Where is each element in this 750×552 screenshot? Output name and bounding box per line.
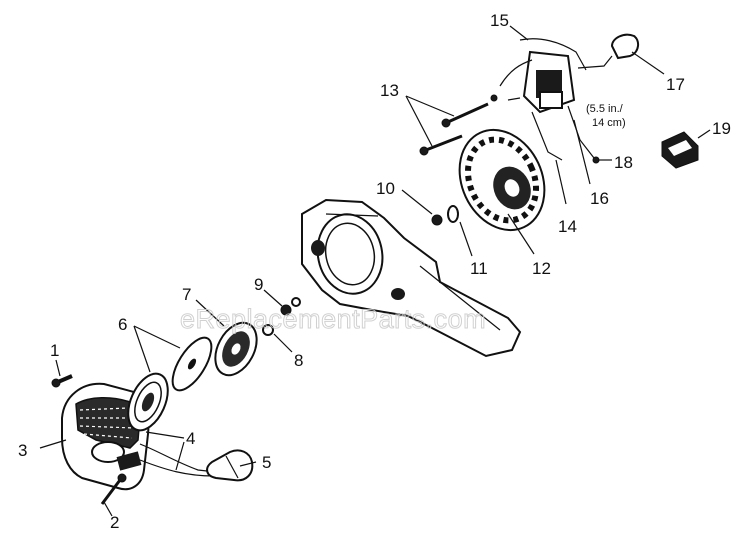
callout-11: 11: [470, 259, 488, 278]
starter-handle: [206, 449, 254, 482]
callout-18: 18: [614, 153, 633, 172]
screw-1: [51, 374, 73, 388]
callout-5: 5: [262, 453, 271, 472]
callout-4: 4: [186, 429, 195, 448]
callout-17: 17: [666, 75, 685, 94]
wire-length-note-line1: (5.5 in./: [586, 103, 624, 115]
flywheel-washer: [447, 205, 459, 223]
callout-6: 6: [118, 315, 127, 334]
flywheel-nut: [431, 214, 443, 226]
callout-7: 7: [182, 285, 191, 304]
starter-housing: [61, 382, 150, 491]
callout-15: 15: [490, 11, 509, 30]
washer-6: [171, 336, 213, 392]
nut-9: [280, 297, 301, 316]
ground-wire: [577, 33, 640, 69]
callout-10: 10: [376, 179, 395, 198]
callout-16: 16: [590, 189, 609, 208]
watermark: eReplacementParts.com: [180, 304, 486, 334]
callout-12: 12: [532, 259, 551, 278]
stop-switch: [661, 131, 699, 169]
callout-3: 3: [18, 441, 27, 460]
callout-9: 9: [254, 275, 263, 294]
flywheel: [458, 128, 546, 232]
rewind-spring: [127, 372, 169, 432]
washer-8: [262, 324, 274, 336]
callout-2: 2: [110, 513, 119, 532]
wire-length-note-line2: 14 cm): [592, 117, 626, 129]
module-screws: [419, 102, 489, 156]
callout-19: 19: [712, 119, 731, 138]
crankcase-cover: [301, 198, 522, 358]
screw-2: [100, 473, 127, 505]
callout-8: 8: [294, 351, 303, 370]
callout-13: 13: [380, 81, 399, 100]
starter-rope: [139, 443, 217, 477]
callout-14: 14: [558, 217, 577, 236]
pawl-assembly: [214, 321, 258, 377]
leader-lines: [39, 25, 711, 517]
callout-1: 1: [50, 341, 59, 360]
